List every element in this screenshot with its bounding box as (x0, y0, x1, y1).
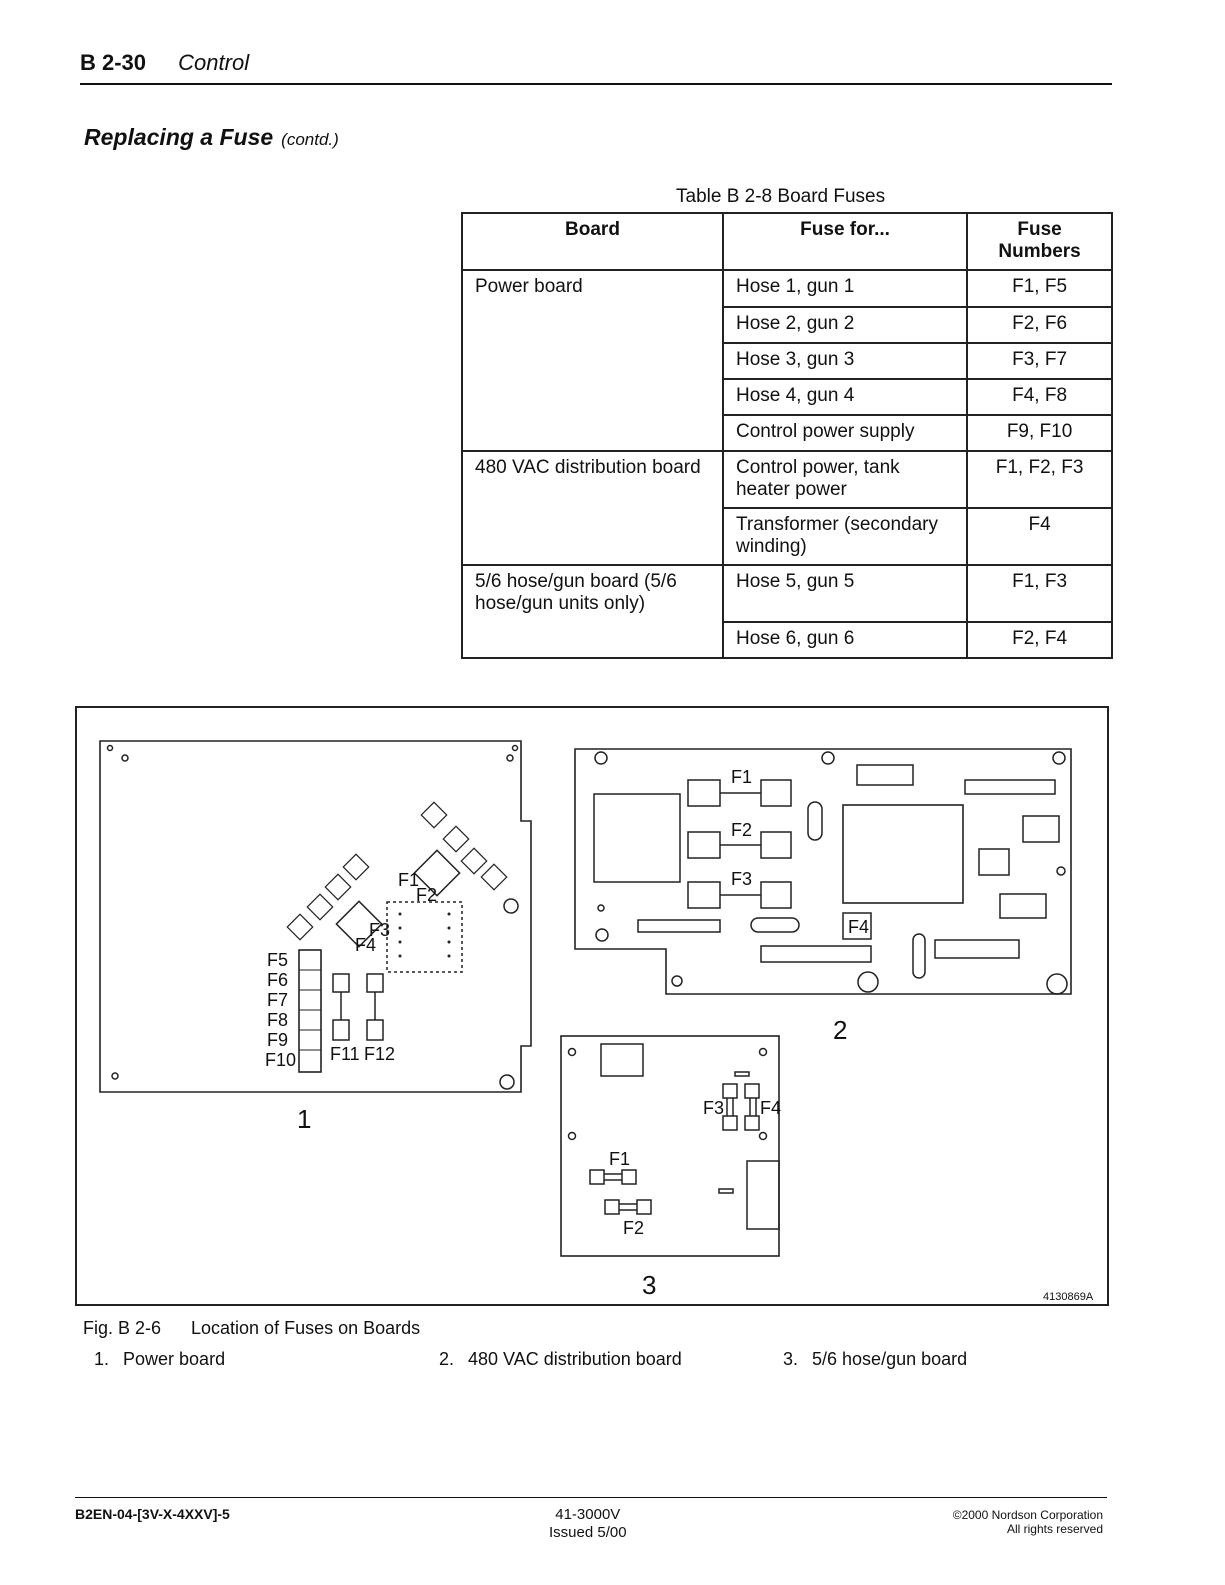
distribution-board-drawing (574, 748, 1072, 995)
header-rule (80, 83, 1112, 85)
fuse-for-cell: Hose 5, gun 5 (721, 564, 969, 623)
footer-part-number: 41-3000V (555, 1506, 621, 1523)
section-title: Control (178, 50, 250, 75)
board2-label-f1: F1 (731, 767, 752, 787)
drawing-id: 4130869A (1043, 1291, 1094, 1303)
board1-label-f5: F5 (267, 950, 288, 970)
table-row: Control power supply F9, F10 (461, 414, 1113, 452)
footer-doc-code: B2EN-04-[3V-X-4XXV]-5 (75, 1506, 230, 1522)
fuse-for-cell: Hose 4, gun 4 (721, 378, 969, 416)
figure-frame (75, 706, 1109, 1306)
board1-label-f7: F7 (267, 990, 288, 1010)
fuse-for-cell: Hose 1, gun 1 (721, 269, 969, 308)
board-cell: 480 VAC distribution board (461, 450, 724, 508)
legend-text: 5/6 hose/gun board (812, 1349, 968, 1369)
legend-item: 2. 480 VAC distribution board (439, 1349, 682, 1370)
board-cell: Power board (461, 269, 724, 307)
fuse-numbers-cell: F1, F5 (966, 269, 1113, 308)
board3-label-f3: F3 (703, 1098, 724, 1118)
table-row: 480 VAC distribution board Control power… (461, 450, 1113, 509)
figure-caption-text: Location of Fuses on Boards (191, 1318, 421, 1338)
figure-caption: Fig. B 2-6 Location of Fuses on Boards (83, 1318, 420, 1339)
fuse-numbers-cell: F2, F6 (966, 306, 1113, 344)
table-row: Hose 6, gun 6 F2, F4 (461, 621, 1113, 659)
legend-text: Power board (123, 1349, 226, 1369)
board-cell-empty (461, 343, 724, 379)
board2-label-f3: F3 (731, 869, 752, 889)
board-cell-empty (461, 307, 724, 343)
board-cell-empty (461, 622, 724, 659)
table-row: Hose 4, gun 4 F4, F8 (461, 378, 1113, 416)
legend-item: 1. Power board (94, 1349, 225, 1370)
fuse-numbers-cell: F3, F7 (966, 342, 1113, 380)
board2-label-f2: F2 (731, 820, 752, 840)
footer-rule (75, 1497, 1107, 1498)
fuse-numbers-cell: F1, F3 (966, 564, 1113, 623)
board1-label-f9: F9 (267, 1030, 288, 1050)
table-row: Transformer (secondary winding) F4 (461, 507, 1113, 566)
figure-caption-label: Fig. B 2-6 (83, 1318, 162, 1338)
column-header-fuse-for: Fuse for... (721, 212, 969, 271)
board1-label-f1: F1 (398, 870, 419, 890)
board1-label-f2: F2 (416, 885, 437, 905)
fuse-for-cell: Transformer (secondary winding) (721, 507, 969, 566)
fuse-numbers-cell: F4, F8 (966, 378, 1113, 416)
hose-gun-board-drawing (560, 1035, 780, 1257)
fuse-for-cell: Control power supply (721, 414, 969, 452)
table-row: Hose 2, gun 2 F2, F6 (461, 306, 1113, 344)
footer-part-info: 41-3000V Issued 5/00 (549, 1506, 627, 1542)
legend-number: 2. (439, 1349, 455, 1369)
board-fuses-table: Board Fuse for... Fuse Numbers Power boa… (461, 212, 1113, 659)
fuse-numbers-cell: F2, F4 (966, 621, 1113, 659)
column-header-board: Board (461, 212, 724, 271)
board1-label-f8: F8 (267, 1010, 288, 1030)
board2-label-f4: F4 (848, 917, 869, 937)
footer-copyright: ©2000 Nordson Corporation (952, 1508, 1103, 1522)
fuse-location-figure: F1 F2 F3 F4 F5 F6 F7 F8 F9 F10 F11 F12 1 (75, 706, 1109, 1306)
fuse-for-cell: Hose 2, gun 2 (721, 306, 969, 344)
page-title: Replacing a Fuse (contd.) (84, 124, 339, 151)
board1-label-f6: F6 (267, 970, 288, 990)
legend-number: 3. (783, 1349, 799, 1369)
board3-number: 3 (642, 1270, 656, 1300)
table-header-row: Board Fuse for... Fuse Numbers (461, 212, 1113, 271)
fuse-numbers-cell: F4 (966, 507, 1113, 566)
board1-number: 1 (297, 1104, 311, 1134)
footer-copyright-block: ©2000 Nordson Corporation All rights res… (953, 1508, 1103, 1536)
footer-rights: All rights reserved (1006, 1522, 1103, 1536)
fuse-for-cell: Control power, tank heater power (721, 450, 969, 509)
table-row: 5/6 hose/gun board (5/6 hose/gun units o… (461, 564, 1113, 623)
power-board-drawing (99, 740, 532, 1093)
table-row: Power board Hose 1, gun 1 F1, F5 (461, 269, 1113, 308)
board1-label-f10: F10 (265, 1050, 296, 1070)
footer-issued: Issued 5/00 (549, 1524, 627, 1541)
legend-text: 480 VAC distribution board (468, 1349, 682, 1369)
board3-label-f2: F2 (623, 1218, 644, 1238)
table-caption: Table B 2-8 Board Fuses (676, 186, 886, 207)
board-cell-empty (461, 415, 724, 452)
board1-label-f11: F11 (330, 1044, 360, 1064)
legend-number: 1. (94, 1349, 110, 1369)
board3-label-f4: F4 (760, 1098, 781, 1118)
board3-label-f1: F1 (609, 1149, 630, 1169)
board-cell: 5/6 hose/gun board (5/6 hose/gun units o… (461, 564, 724, 622)
fuse-for-cell: Hose 3, gun 3 (721, 342, 969, 380)
fuse-numbers-cell: F1, F2, F3 (966, 450, 1113, 509)
board1-label-f4: F4 (355, 935, 376, 955)
fuse-numbers-cell: F9, F10 (966, 414, 1113, 452)
board-cell-empty (461, 379, 724, 415)
fuse-for-cell: Hose 6, gun 6 (721, 621, 969, 659)
page-header: B 2-30 Control (80, 50, 249, 76)
board1-label-f3: F3 (369, 920, 390, 940)
column-header-fuse-numbers: Fuse Numbers (966, 212, 1113, 271)
board2-number: 2 (833, 1015, 847, 1045)
board1-label-f12: F12 (364, 1044, 395, 1064)
page-title-main: Replacing a Fuse (84, 124, 274, 150)
section-number: B 2-30 (80, 50, 147, 75)
board-cell-empty (461, 508, 724, 566)
legend-item: 3. 5/6 hose/gun board (783, 1349, 967, 1370)
page-title-suffix: (contd.) (281, 130, 339, 149)
table-row: Hose 3, gun 3 F3, F7 (461, 342, 1113, 380)
